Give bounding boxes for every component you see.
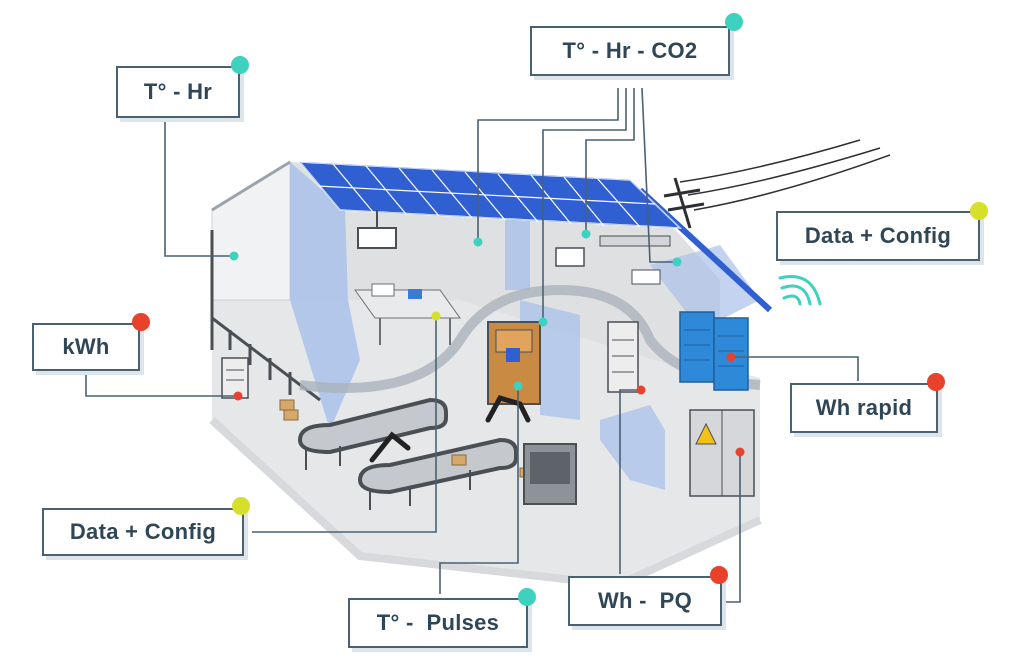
sensor-point-teal — [538, 317, 548, 327]
label-wh-pq-text: Wh - PQ — [597, 588, 693, 613]
label-data-config-left-dot — [232, 497, 250, 515]
blue-wall-left — [290, 162, 360, 430]
label-wh-rapid: Wh rapid — [790, 383, 938, 433]
inspection-machine — [523, 443, 577, 505]
blue-wall-bottom — [600, 405, 665, 490]
power-lines — [679, 139, 891, 211]
shelf — [599, 235, 671, 247]
label-data-config-right: Data + Config — [776, 211, 980, 261]
connector-t-pulses — [439, 386, 519, 594]
label-kwh-dot — [132, 313, 150, 331]
foundation-edge — [209, 417, 762, 590]
blue-wall-center — [505, 215, 530, 290]
connector-co2-b — [542, 88, 627, 322]
connector-wh-rapid — [731, 356, 859, 381]
sensor-point-teal — [229, 251, 239, 261]
electrical-panel — [221, 357, 249, 399]
label-t-hr-text: T° - Hr — [143, 79, 213, 104]
sensor-point-teal — [672, 257, 682, 267]
sensor-point-teal — [473, 237, 483, 247]
sensor-point-red — [726, 352, 736, 362]
label-t-pulses-dot — [518, 588, 536, 606]
label-t-pulses: T° - Pulses — [348, 598, 528, 648]
label-data-config-right-text: Data + Config — [804, 223, 952, 248]
left-wall — [211, 161, 291, 301]
conveyor-belts — [297, 397, 518, 495]
connector-kwh — [85, 366, 238, 397]
label-wh-pq: Wh - PQ — [568, 576, 722, 626]
connector-wh-pq-a — [619, 389, 641, 574]
sensor-point-red — [233, 391, 243, 401]
radiator — [555, 247, 585, 267]
sensor-point-yellow — [431, 311, 441, 321]
conveyor-legs — [305, 446, 471, 510]
sink — [631, 269, 661, 285]
label-t-hr-co2: T° - Hr - CO2 — [530, 26, 730, 76]
electric-hazard-icon — [695, 422, 717, 445]
connector-co2-c — [585, 88, 635, 234]
wifi-icon — [778, 275, 822, 306]
label-kwh: kWh — [32, 323, 140, 371]
sensor-point-teal — [513, 381, 523, 391]
solar-panels — [298, 161, 682, 229]
ac-unit — [357, 227, 397, 249]
label-t-hr: T° - Hr — [116, 66, 240, 118]
label-data-config-left-text: Data + Config — [69, 519, 217, 544]
roof-left-edge — [211, 160, 291, 212]
connector-wh-pq-b — [726, 452, 741, 603]
label-wh-rapid-text: Wh rapid — [815, 395, 913, 420]
connector-data-config-left — [252, 316, 437, 533]
label-wh-pq-dot — [710, 566, 728, 584]
power-pole — [663, 177, 705, 229]
label-wh-rapid-dot — [927, 373, 945, 391]
rack-cabinet — [607, 321, 639, 393]
robot-arms — [369, 395, 531, 463]
sensor-point-teal — [581, 229, 591, 239]
connector-lines — [85, 87, 859, 603]
label-t-hr-co2-dot — [725, 13, 743, 31]
sensor-point-red — [735, 447, 745, 457]
desk — [354, 283, 461, 345]
server-cabinets — [679, 311, 749, 391]
connector-t-hr — [164, 120, 234, 257]
label-kwh-text: kWh — [62, 334, 110, 359]
label-t-pulses-text: T° - Pulses — [376, 610, 500, 635]
label-data-config-right-dot — [970, 202, 988, 220]
sensor-points — [229, 229, 745, 457]
label-t-hr-co2-text: T° - Hr - CO2 — [562, 38, 698, 63]
orange-machine — [487, 321, 541, 405]
blue-wall-corridor — [520, 300, 580, 420]
sensor-point-red — [636, 385, 646, 395]
label-data-config-left: Data + Config — [42, 508, 244, 556]
connector-co2-a — [477, 88, 619, 242]
mezzanine-deck — [299, 284, 761, 393]
switchboard — [689, 409, 755, 497]
connector-co2-d — [641, 87, 677, 263]
label-t-hr-dot — [231, 56, 249, 74]
